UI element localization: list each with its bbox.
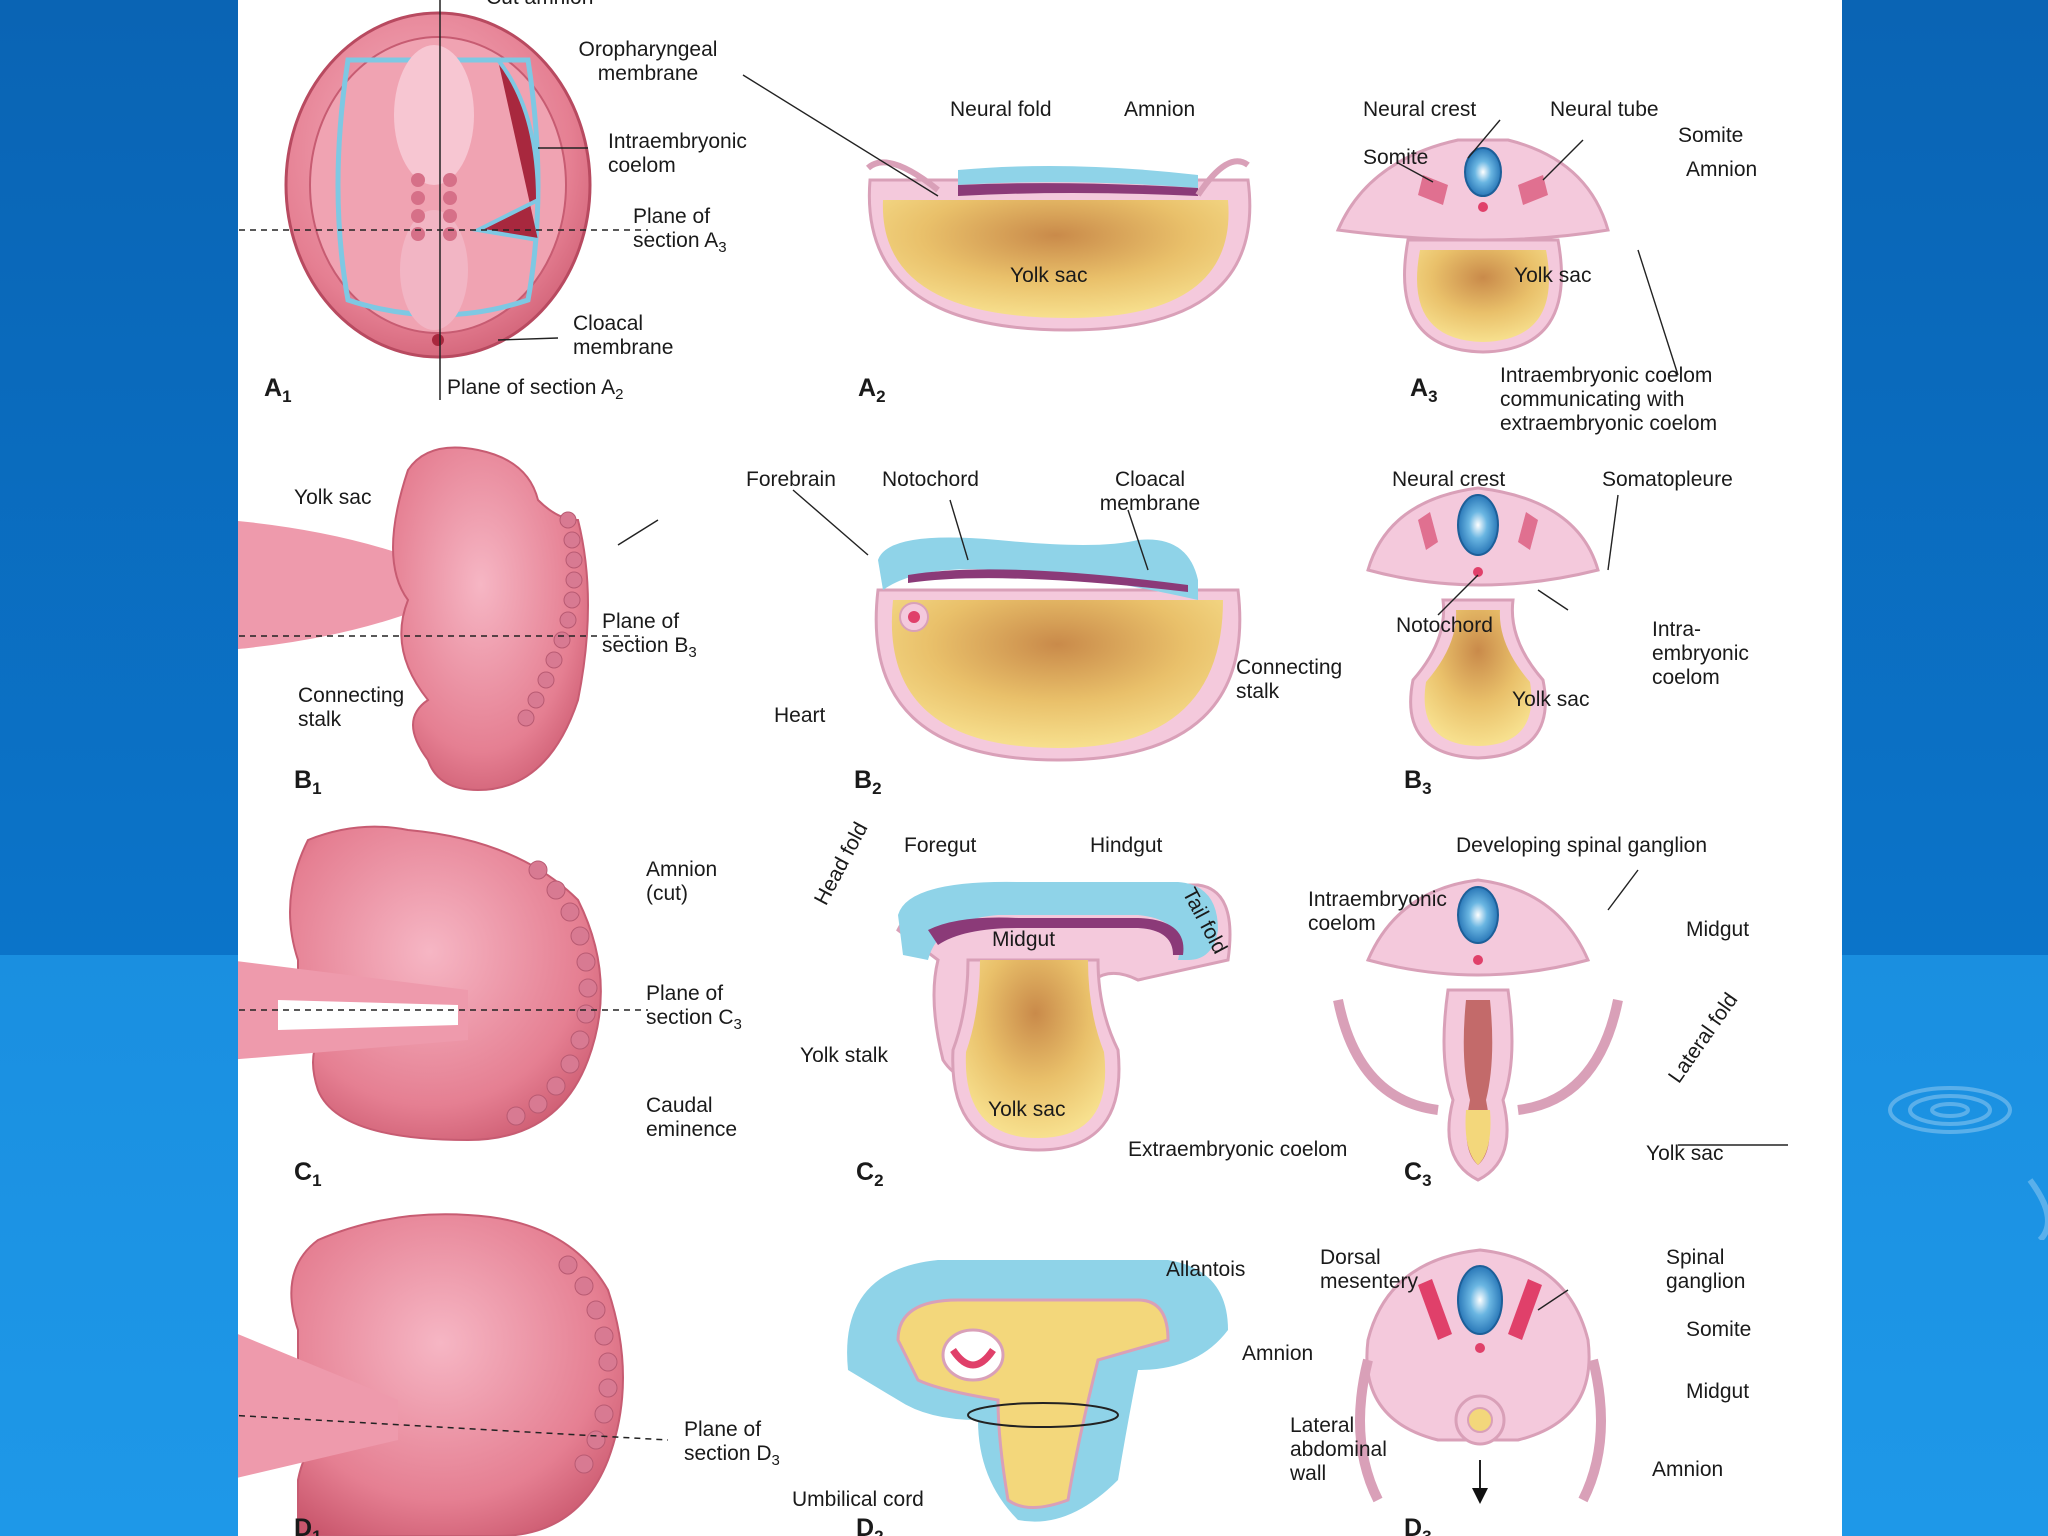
label-somite-a3-left: Somite <box>1363 146 1429 169</box>
label-neural-fold: Neural fold <box>950 98 1052 121</box>
label-notochord-b3: Notochord <box>1396 614 1493 637</box>
label-lateral-abdominal-wall: Lateral abdominal wall <box>1290 1414 1387 1485</box>
panel-a1: A1 <box>264 374 292 406</box>
panel-d3: D3 <box>1404 1514 1432 1536</box>
label-amnion-d2: Amnion <box>1242 1342 1314 1365</box>
label-hindgut: Hindgut <box>1090 834 1163 857</box>
panel-c1: C1 <box>294 1158 322 1190</box>
panel-a3: A3 <box>1410 374 1438 406</box>
d2-section <box>847 1260 1228 1522</box>
label-somite-a3-right: Somite <box>1678 124 1744 147</box>
label-foregut: Foregut <box>904 834 977 857</box>
panel-d2: D2 <box>856 1514 884 1536</box>
d3-section <box>1355 1248 1606 1504</box>
label-midgut-d3: Midgut <box>1686 1380 1750 1403</box>
label-umbilical-cord: Umbilical cord <box>792 1488 924 1511</box>
label-midgut-c2: Midgut <box>992 928 1056 951</box>
label-neural-crest-b3: Neural crest <box>1392 468 1506 491</box>
c2-section <box>896 881 1232 1152</box>
label-forebrain: Forebrain <box>746 468 836 491</box>
leader-lines <box>497 74 1788 1311</box>
label-plane-a2: Plane of section A2 <box>447 376 624 404</box>
a1-dorsal-view <box>238 0 648 400</box>
panel-d1: D1 <box>294 1514 322 1536</box>
label-amnion-a2: Amnion <box>1124 98 1196 121</box>
a3-section <box>1335 138 1610 354</box>
panel-c2: C2 <box>856 1158 884 1190</box>
c1-lateral-view <box>238 825 648 1142</box>
label-yolk-sac-a2: Yolk sac <box>1010 264 1088 287</box>
b1-lateral-view <box>238 446 638 792</box>
d1-lateral-view <box>238 1213 669 1536</box>
c3-section <box>1333 878 1623 1182</box>
label-somatopleure: Somatopleure <box>1602 468 1733 491</box>
label-notochord-b2: Notochord <box>882 468 979 491</box>
panel-b1: B1 <box>294 766 322 798</box>
label-yolk-sac-c3: Yolk sac <box>1646 1142 1724 1165</box>
label-heart: Heart <box>774 704 826 727</box>
label-neural-tube: Neural tube <box>1550 98 1659 121</box>
label-intraembryonic-communicating: Intraembryonic coelom communicating with… <box>1500 364 1718 435</box>
label-somite-d3: Somite <box>1686 1318 1752 1341</box>
panel-b3: B3 <box>1404 766 1432 798</box>
panel-a2: A2 <box>858 374 886 406</box>
panel-c3: C3 <box>1404 1158 1432 1190</box>
label-developing-spinal-ganglion: Developing spinal ganglion <box>1456 834 1708 857</box>
label-yolk-sac-c2: Yolk sac <box>988 1098 1066 1121</box>
label-yolk-sac-a3: Yolk sac <box>1514 264 1592 287</box>
label-yolk-sac-b3: Yolk sac <box>1512 688 1590 711</box>
a2-section <box>865 158 1252 332</box>
label-allantois: Allantois <box>1166 1258 1246 1281</box>
label-yolk-sac-b1: Yolk sac <box>294 486 372 509</box>
label-amnion-a3: Amnion <box>1686 158 1758 181</box>
label-neural-crest-a3: Neural crest <box>1363 98 1477 121</box>
water-ripple-decoration <box>1888 1086 2048 1240</box>
panel-b2: B2 <box>854 766 882 798</box>
label-cut-amnion: Cut amnion <box>486 0 593 10</box>
embryo-folding-diagram <box>238 0 1788 1536</box>
label-yolk-stalk: Yolk stalk <box>800 1044 888 1067</box>
label-amnion-d3: Amnion <box>1652 1458 1724 1481</box>
b3-section <box>1366 486 1600 760</box>
label-midgut-c3: Midgut <box>1686 918 1750 941</box>
label-extraembryonic-coelom: Extraembryonic coelom <box>1128 1138 1348 1161</box>
label-intraembryonic-coelom-b3: Intra- embryonic coelom <box>1652 618 1749 689</box>
b2-section <box>874 537 1242 762</box>
label-amnion-cut: Amnion(cut) <box>646 858 718 905</box>
